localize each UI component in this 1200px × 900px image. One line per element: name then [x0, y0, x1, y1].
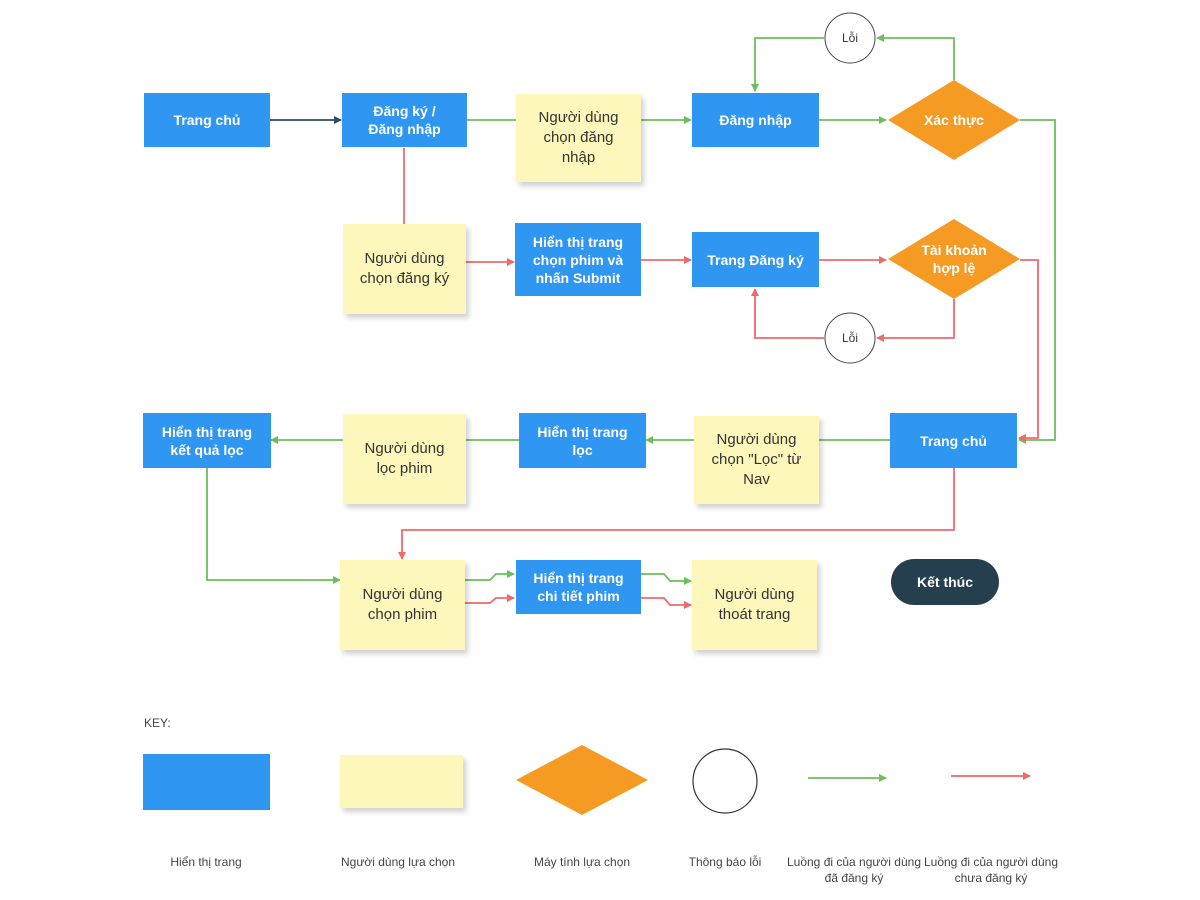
page-signup: Trang Đăng ký [692, 232, 819, 287]
key-page-swatch [143, 754, 270, 810]
page-show-movie-picker: Hiển thị trang chọn phim và nhấn Submit [515, 223, 641, 296]
edge-detail-to-exit-green [641, 573, 692, 585]
key-title: KEY: [144, 716, 171, 730]
note-user-filter-movies: Người dùng lọc phim [343, 414, 466, 504]
edge-valid-account-to-error-bottom [876, 299, 955, 342]
error-top-circle [824, 12, 876, 64]
edge-authenticate-to-error-top [876, 34, 955, 80]
note-user-exit: Người dùng thoát trang [692, 560, 817, 650]
page-show-movie-detail: Hiển thị trang chi tiết phim [516, 560, 641, 614]
decision-valid-account: Tài khoản hợp lệ [921, 242, 987, 276]
note-user-choose-signup: Người dùng chọn đăng ký [343, 224, 466, 314]
edge-detail-to-exit-red [641, 597, 692, 609]
page-home-top: Trang chủ [144, 93, 270, 147]
key-label-computer-choice: Máy tính lựa chọn [533, 855, 631, 869]
key-note-swatch [340, 755, 463, 808]
key-label-registered-flow: Luồng đi của người dùng đã đăng ký [786, 855, 921, 885]
valid-account-diamond [888, 219, 1020, 299]
edge-authenticate-to-home-mid [1018, 119, 1056, 444]
decision-authenticate: Xác thực [924, 112, 984, 128]
error-bottom-circle [824, 312, 876, 364]
edge-valid-account-to-home-mid [1018, 259, 1039, 442]
error-top-label: Lỗi [841, 31, 858, 45]
page-show-filter: Hiển thị trang lọc [519, 413, 646, 468]
page-show-filter-results: Hiển thị trang kết quả lọc [143, 413, 271, 468]
edge-choose-movie-to-detail-green [465, 570, 515, 581]
edge-error-top-to-login [751, 37, 824, 92]
edge-error-bottom-to-signup-page [751, 288, 824, 339]
authenticate-diamond [888, 80, 1020, 160]
key-label-unregistered-flow: Luồng đi của người dùng chưa đăng ký [923, 855, 1058, 885]
page-signup-login: Đăng ký / Đăng nhập [342, 93, 467, 147]
key-decision-diamond [516, 745, 648, 815]
key-label-page-display: Hiển thị trang [170, 855, 242, 869]
note-user-choose-login: Người dùng chọn đăng nhập [516, 94, 641, 182]
edge-filter-results-to-choose-movie [206, 468, 341, 584]
edge-home-mid-to-choose-movie [398, 468, 955, 560]
note-user-choose-filter: Người dùng chọn "Lọc" từ Nav [694, 416, 819, 504]
key-label-user-choice: Người dùng lựa chọn [341, 855, 455, 869]
page-login: Đăng nhập [692, 93, 819, 147]
key-label-error-message: Thông báo lỗi [688, 855, 762, 869]
page-home-mid: Trang chủ [890, 413, 1017, 468]
note-user-choose-movie: Người dùng chọn phim [340, 560, 465, 650]
end-terminator: Kết thúc [891, 559, 999, 605]
edge-choose-movie-to-detail-red [465, 594, 515, 604]
error-bottom-label: Lỗi [841, 331, 858, 345]
key-error-circle [692, 748, 758, 814]
